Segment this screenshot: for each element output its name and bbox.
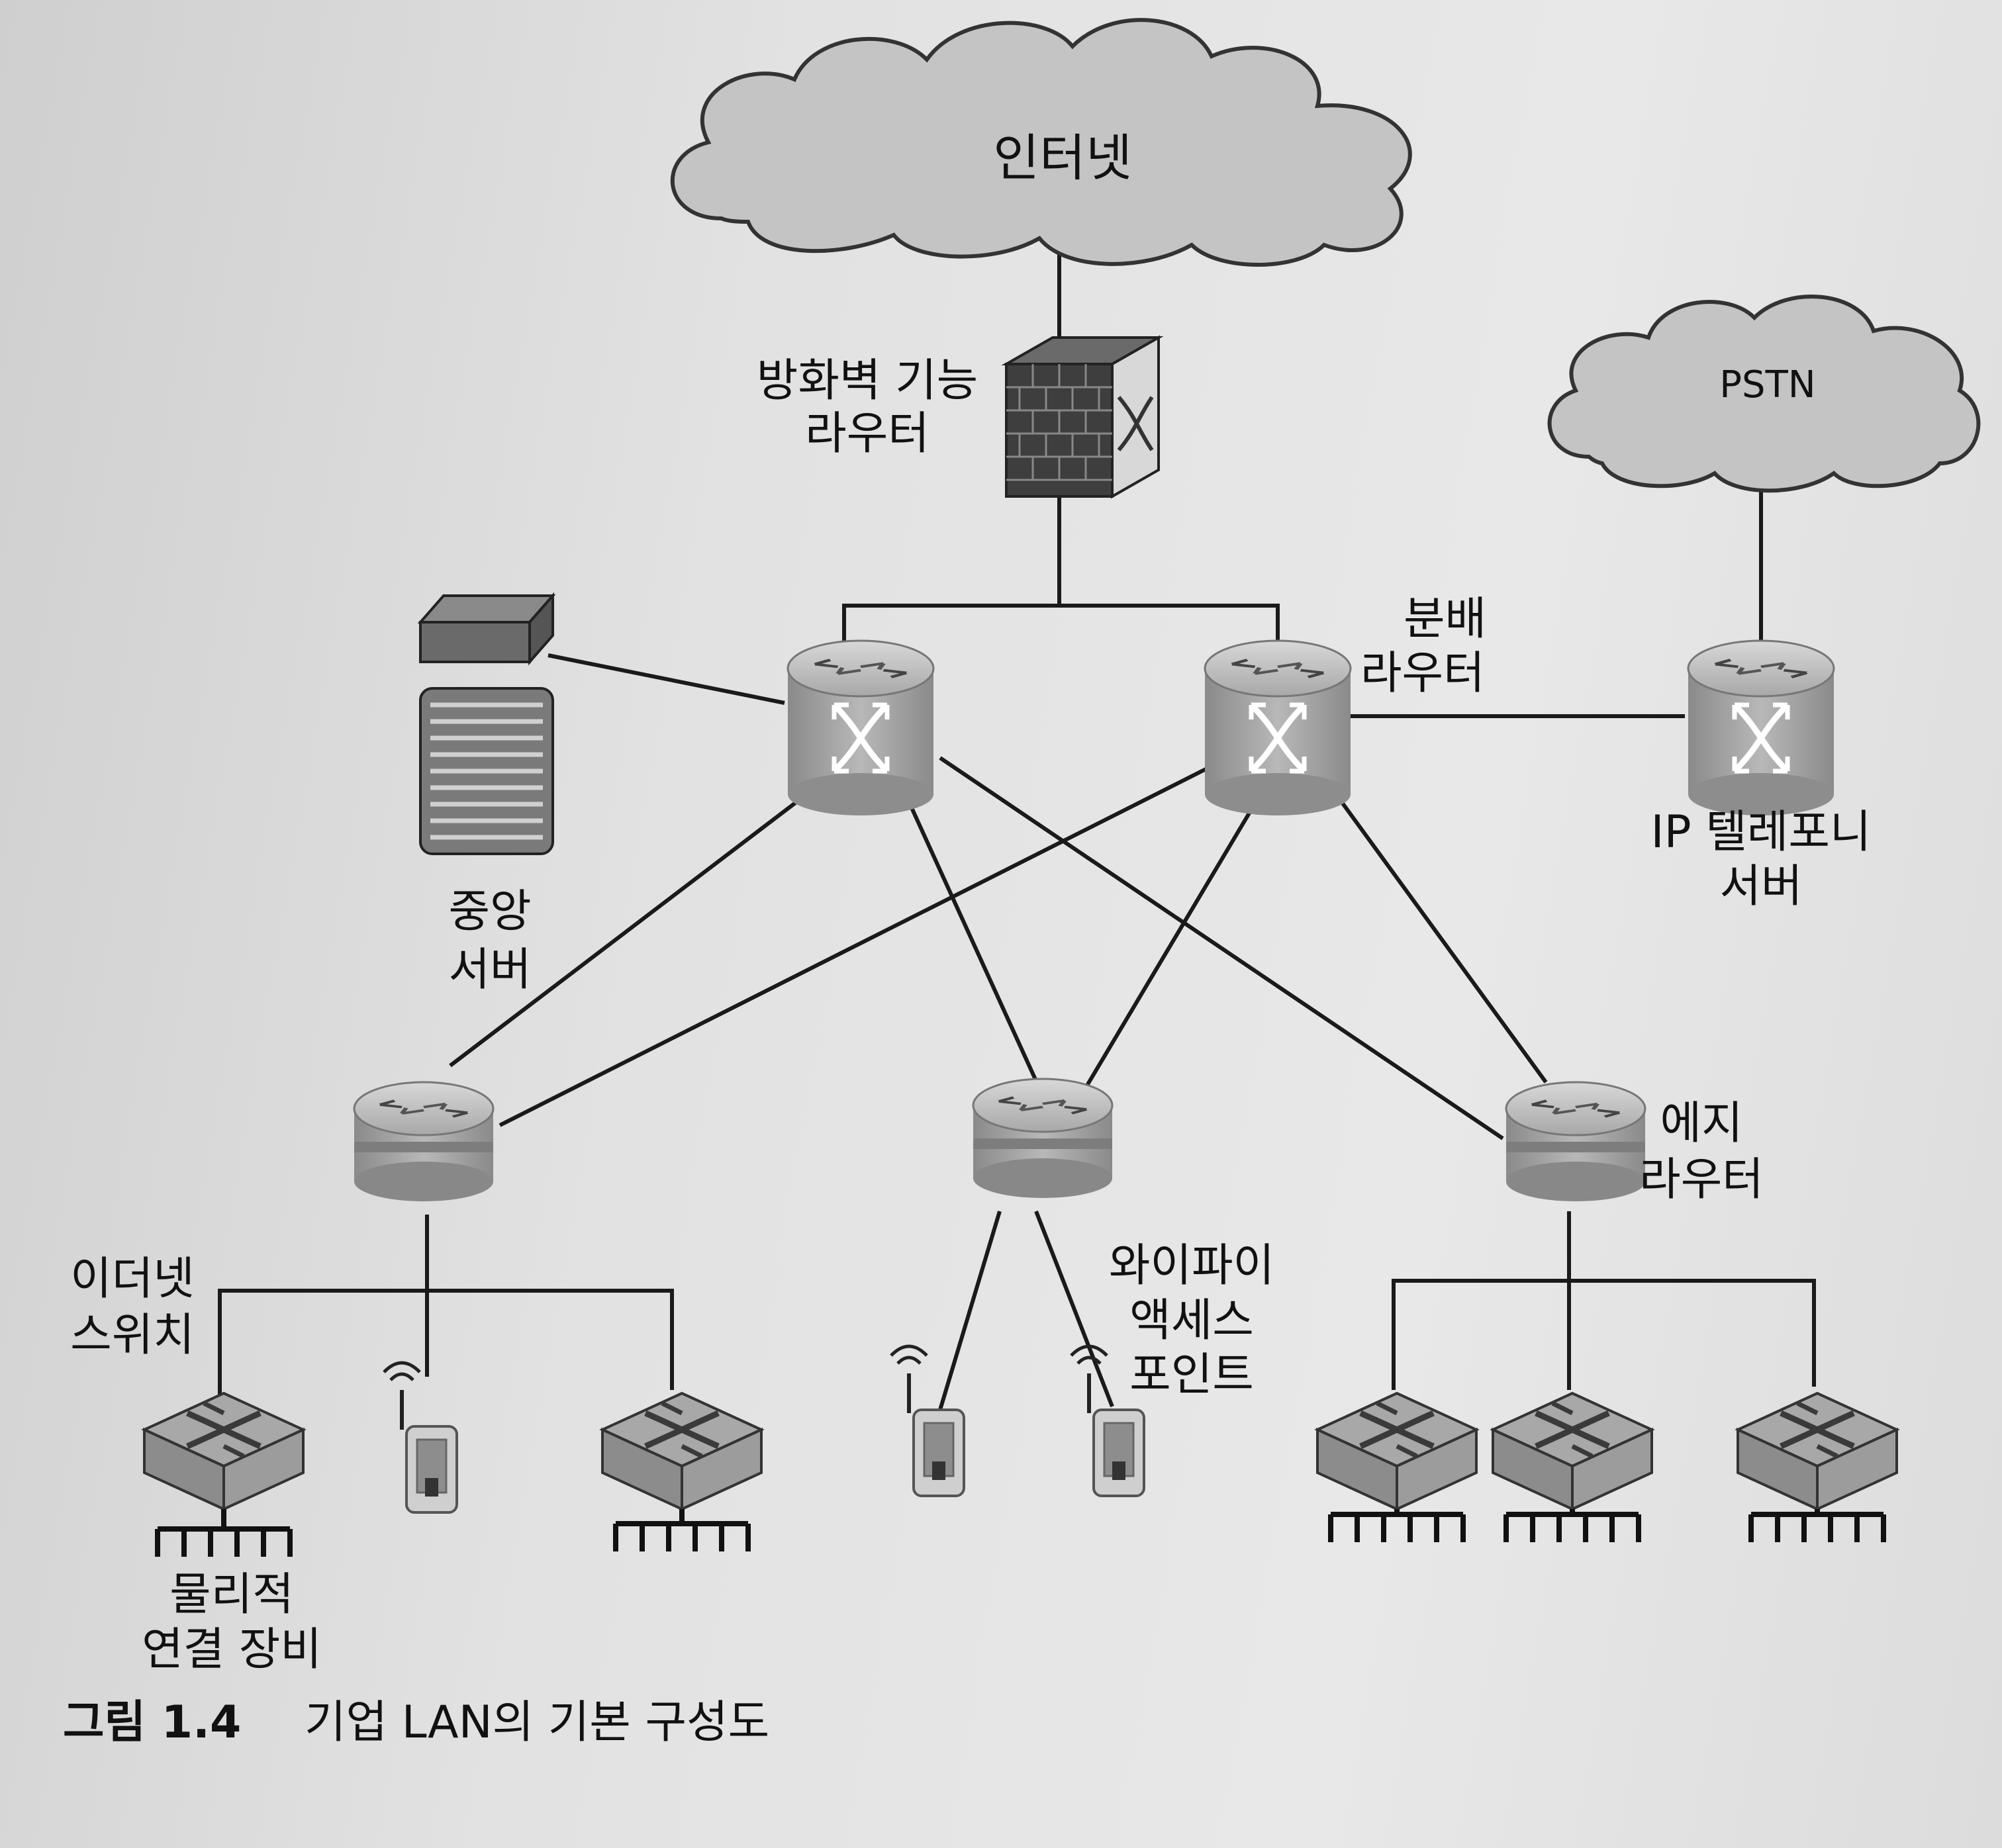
link-d2-edge1 xyxy=(499,756,1229,1127)
ports-switch-1 xyxy=(158,1529,290,1557)
ethernet-switch-3-icon xyxy=(1317,1393,1476,1509)
wifi-access-point-1-icon xyxy=(384,1363,457,1512)
ports-switch-3 xyxy=(1331,1514,1463,1542)
ports-switch-2 xyxy=(616,1524,748,1551)
link-edge3-bus xyxy=(1392,1279,1816,1390)
internet-label: 인터넷 xyxy=(993,128,1132,187)
link-edge2-ap1 xyxy=(938,1211,1002,1410)
svg-text:와이파이: 와이파이 xyxy=(1109,1240,1274,1292)
svg-text:스위치: 스위치 xyxy=(70,1309,195,1362)
svg-text:물리적: 물리적 xyxy=(169,1569,294,1621)
svg-text:이더넷: 이더넷 xyxy=(70,1253,195,1305)
ethernet-switch-1-icon xyxy=(144,1393,303,1509)
ports-switch-4 xyxy=(1506,1514,1639,1542)
ethernet-switch-5-icon xyxy=(1738,1393,1897,1509)
internet-cloud: 인터넷 xyxy=(670,18,1412,267)
label-wifi-access-point: 와이파이 액세스 포인트 xyxy=(1109,1240,1274,1401)
pstn-label: PSTN xyxy=(1719,363,1815,406)
svg-text:서버: 서버 xyxy=(1719,860,1802,913)
link-d2-edge2 xyxy=(1077,803,1257,1100)
svg-text:분배: 분배 xyxy=(1404,593,1486,645)
caption-number: 그림 1.4 xyxy=(63,1696,241,1749)
edge-router-right-icon xyxy=(1506,1082,1645,1201)
svg-text:라우터: 라우터 xyxy=(805,408,930,460)
ethernet-switch-4-icon xyxy=(1493,1393,1652,1509)
link-edge2-ap2 xyxy=(1034,1210,1114,1408)
ip-telephony-server-icon xyxy=(1688,641,1834,815)
svg-text:라우터: 라우터 xyxy=(1639,1154,1764,1206)
link-bus-dist-routers xyxy=(842,604,1280,645)
distribution-router-right-icon xyxy=(1205,641,1351,815)
svg-text:중앙: 중앙 xyxy=(448,886,531,938)
edge-router-left-icon xyxy=(354,1082,493,1201)
figure-caption: 그림 1.4 기업 LAN의 기본 구성도 xyxy=(63,1696,769,1749)
link-d1-edge3 xyxy=(939,756,1504,1140)
distribution-router-left-icon xyxy=(788,641,933,815)
firewall-router-icon xyxy=(1001,335,1164,499)
link-server-dist-router-1 xyxy=(548,653,785,705)
central-server-icon xyxy=(417,592,556,855)
link-d1-edge1 xyxy=(449,789,812,1068)
ports-switch-5 xyxy=(1751,1514,1883,1542)
svg-text:연결 장비: 연결 장비 xyxy=(142,1624,322,1676)
pstn-cloud: PSTN xyxy=(1547,294,1981,493)
svg-text:액세스: 액세스 xyxy=(1129,1295,1254,1347)
label-physical-devices: 물리적 연결 장비 xyxy=(142,1569,322,1676)
svg-text:방화벽 기능: 방화벽 기능 xyxy=(757,355,978,407)
link-d2-edge3 xyxy=(1334,793,1548,1084)
svg-text:IP 텔레포니: IP 텔레포니 xyxy=(1651,806,1872,858)
ethernet-switch-2-icon xyxy=(602,1393,761,1509)
label-ethernet-switch: 이더넷 스위치 xyxy=(70,1253,195,1362)
svg-text:포인트: 포인트 xyxy=(1129,1349,1254,1401)
label-ip-telephony-server: IP 텔레포니 서버 xyxy=(1651,806,1872,913)
label-edge-router: 에지 라우터 xyxy=(1639,1097,1764,1206)
caption-text: 기업 LAN의 기본 구성도 xyxy=(305,1696,769,1749)
svg-text:에지: 에지 xyxy=(1660,1097,1742,1150)
link-edge1-bus xyxy=(218,1289,674,1443)
svg-text:서버: 서버 xyxy=(448,944,531,996)
label-distribution-router: 분배 라우터 xyxy=(1360,593,1486,700)
svg-text:라우터: 라우터 xyxy=(1360,647,1485,700)
connection-lines xyxy=(218,252,1816,1443)
edge-router-center-icon xyxy=(973,1079,1112,1198)
link-d1-edge2 xyxy=(905,796,1045,1097)
label-firewall-router: 방화벽 기능 라우터 xyxy=(757,355,978,460)
label-central-server: 중앙 서버 xyxy=(448,886,531,996)
